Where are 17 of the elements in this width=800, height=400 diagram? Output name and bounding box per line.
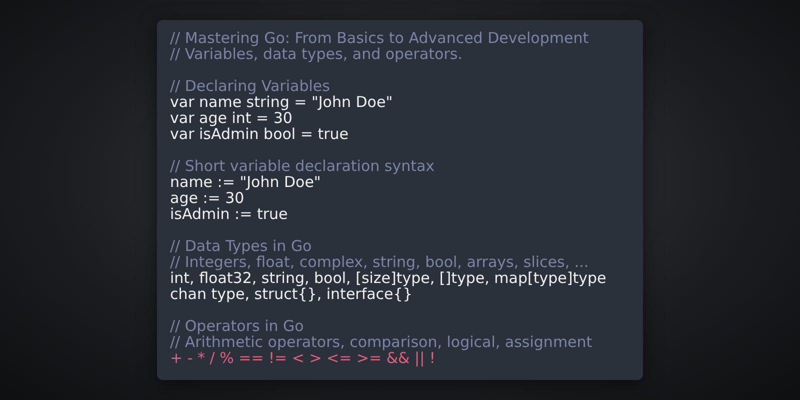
code-line: chan type, struct{}, interface{}	[170, 286, 412, 302]
code-line: name := "John Doe"	[170, 174, 321, 190]
code-comment: // Short variable declaration syntax	[170, 158, 435, 174]
code-comment: // Integers, float, complex, string, bool, arrays, slices, ...	[170, 254, 589, 270]
code-line: var name string = "John Doe"	[170, 94, 393, 110]
code-line: int, float32, string, bool, [size]type, []type, map[type]type	[170, 270, 606, 286]
code-comment: // Operators in Go	[170, 318, 304, 334]
code-comment: // Variables, data types, and operators.	[170, 46, 462, 62]
code-line: + - * / % == != < > <= >= && || !	[170, 350, 436, 366]
code-line: var isAdmin bool = true	[170, 126, 348, 142]
code-comment: // Arithmetic operators, comparison, logical, assignment	[170, 334, 592, 350]
code-line: var age int = 30	[170, 110, 292, 126]
code-line: age := 30	[170, 190, 244, 206]
code-line: isAdmin := true	[170, 206, 288, 222]
code-comment: // Declaring Variables	[170, 78, 330, 94]
code-comment: // Data Types in Go	[170, 238, 312, 254]
code-comment: // Mastering Go: From Basics to Advanced Development	[170, 30, 589, 46]
